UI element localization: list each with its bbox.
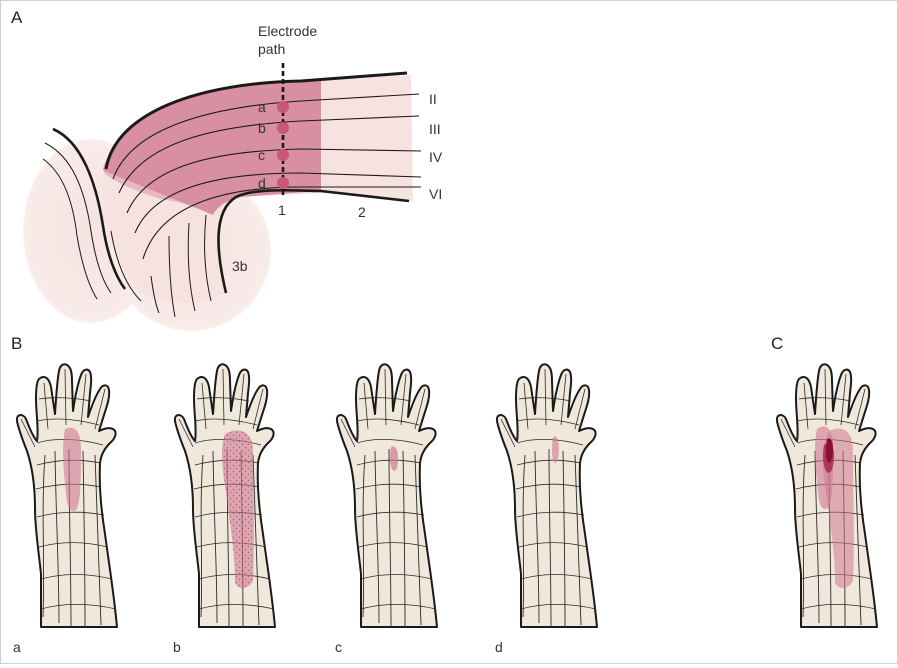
area-label-2: 2 bbox=[358, 204, 366, 220]
layer-label-ii: II bbox=[429, 91, 437, 107]
area-label-1: 1 bbox=[278, 202, 286, 218]
hand-label-d: d bbox=[495, 639, 503, 655]
site-label-c: c bbox=[258, 147, 265, 163]
panel-c-letter: C bbox=[771, 334, 783, 353]
hand-label-b: b bbox=[173, 639, 181, 655]
hand-c bbox=[337, 364, 437, 627]
layer-label-iv: IV bbox=[429, 149, 443, 165]
hand-a bbox=[17, 364, 117, 627]
area-label-3b: 3b bbox=[232, 258, 248, 274]
panel-b-letter: B bbox=[11, 334, 22, 353]
layer-label-iii: III bbox=[429, 121, 441, 137]
hand-label-a: a bbox=[13, 639, 21, 655]
hand-b bbox=[175, 364, 275, 627]
layer-label-vi: VI bbox=[429, 186, 442, 202]
hand-d bbox=[497, 364, 597, 627]
hand-label-c: c bbox=[335, 639, 342, 655]
recording-site-a bbox=[277, 101, 289, 113]
hand-composite bbox=[777, 364, 877, 627]
electrode-label-line1: Electrode bbox=[258, 23, 317, 39]
site-label-b: b bbox=[258, 120, 266, 136]
site-label-d: d bbox=[258, 175, 266, 191]
panel-a-letter: A bbox=[11, 8, 23, 27]
site-label-a: a bbox=[258, 99, 266, 115]
recording-site-b bbox=[277, 122, 289, 134]
recording-site-d bbox=[277, 177, 289, 189]
recording-site-c bbox=[277, 149, 289, 161]
electrode-label-line2: path bbox=[258, 41, 285, 57]
